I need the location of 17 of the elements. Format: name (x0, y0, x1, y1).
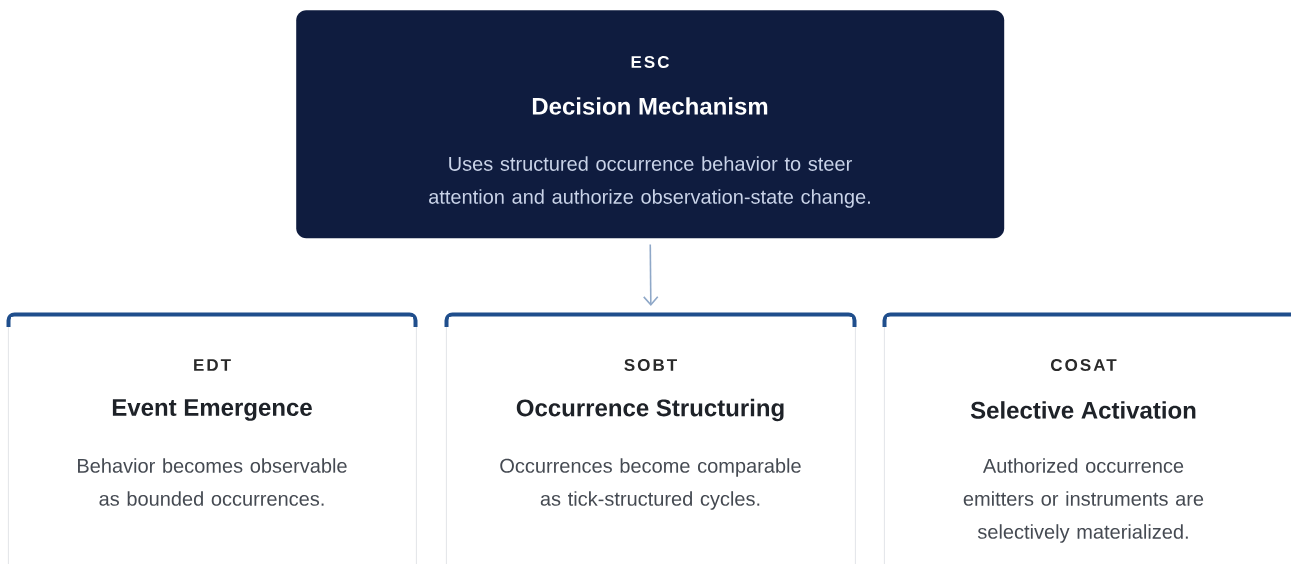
code-label: COSAT (1051, 358, 1117, 371)
arrow (642, 243, 659, 306)
card-title: Event Emergence (112, 399, 312, 421)
card-description: Uses structured occurrence behavior to steer attention and authorize observation-state change. (429, 156, 870, 208)
card-title: Selective Activation (970, 401, 1196, 419)
card-description: Occurrences become comparable as tick-structured cycles. (500, 458, 801, 510)
stage-card (6, 312, 418, 564)
code-label: ESC (631, 56, 670, 68)
stage-card (444, 312, 857, 564)
decision-box (296, 10, 1005, 239)
card-description: Behavior becomes observable as bounded occurrences. (78, 458, 347, 506)
card-title: Decision Mechanism (532, 97, 768, 115)
code-label: SOBT (624, 358, 677, 371)
stage-card (882, 312, 1291, 564)
card-title: Occurrence Structuring (516, 398, 784, 422)
code-label: EDT (194, 359, 231, 371)
card-description: Authorized occurrence emitters or instruments are selectively materialized. (963, 458, 1204, 543)
